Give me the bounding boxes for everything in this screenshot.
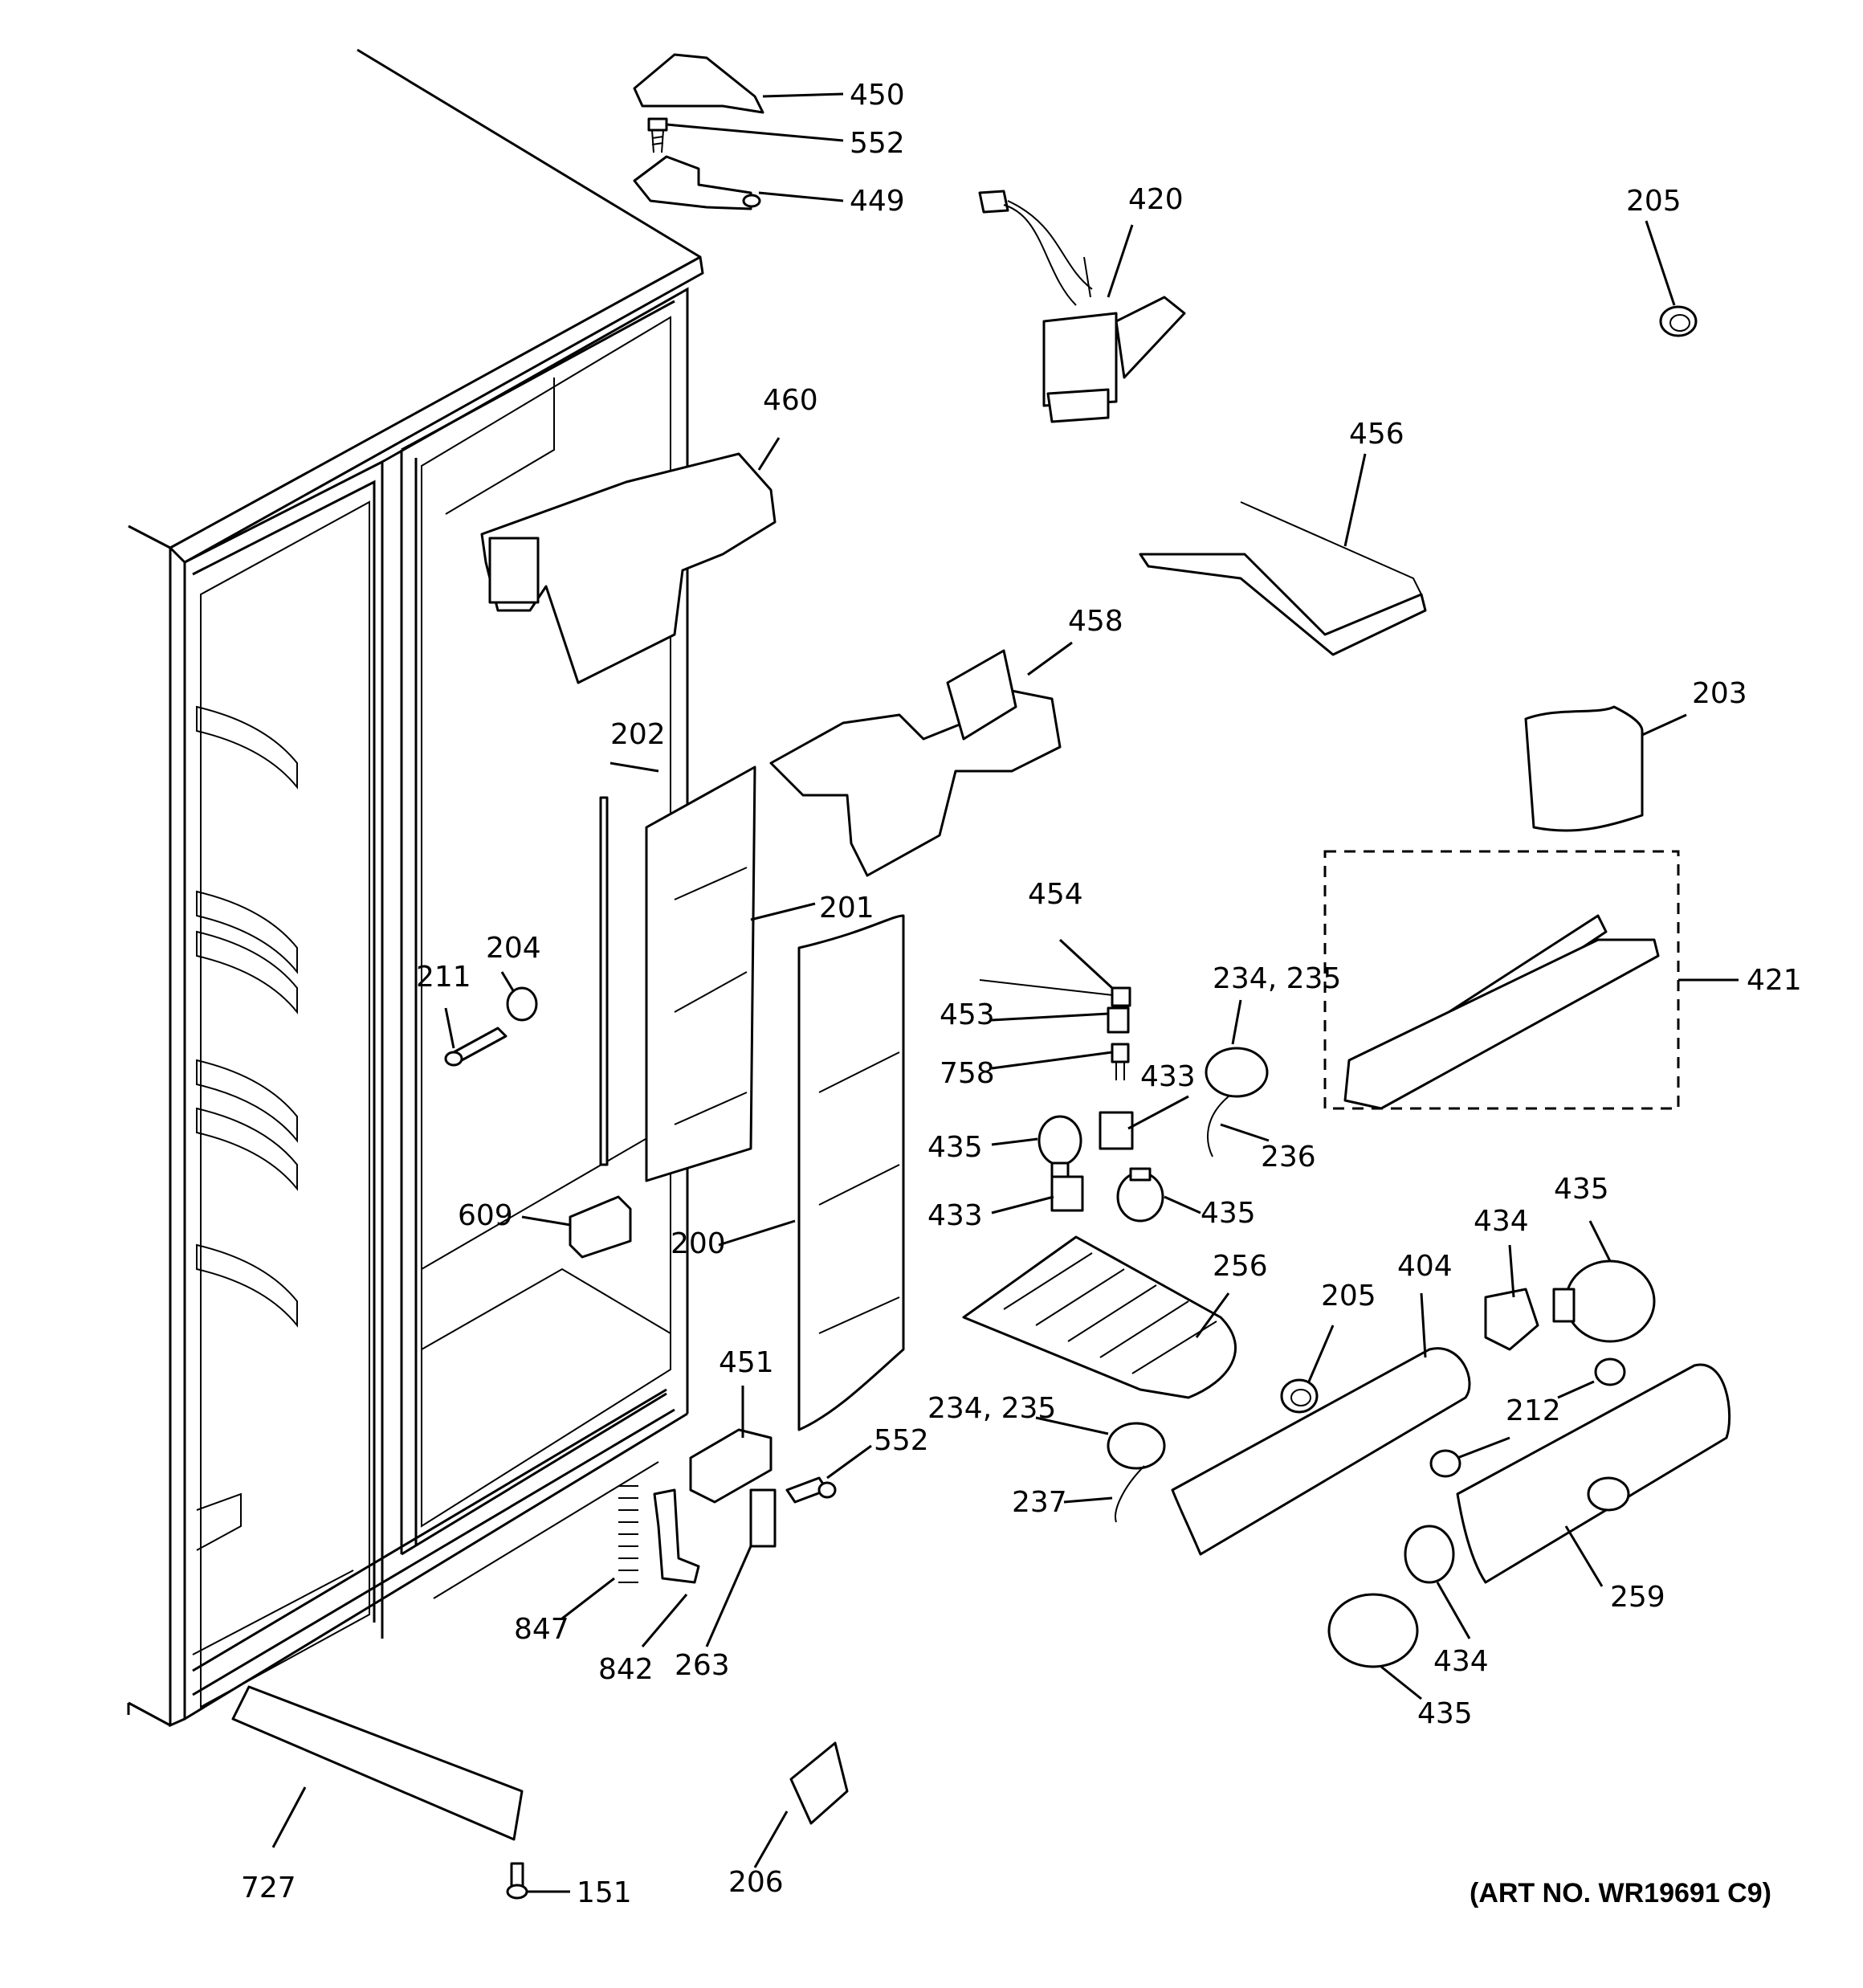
label-259: 259 xyxy=(1610,1581,1665,1614)
part-458-duct xyxy=(769,649,1062,877)
part-211-screw xyxy=(444,1027,508,1067)
label-204: 204 xyxy=(486,932,541,965)
label-236: 236 xyxy=(1261,1141,1316,1174)
label-404: 404 xyxy=(1397,1250,1453,1283)
part-433-socket-a xyxy=(1099,1111,1134,1150)
label-237: 237 xyxy=(1012,1486,1067,1519)
part-454-nut xyxy=(979,979,1131,1007)
part-450-hinge-cover xyxy=(633,53,764,114)
part-263-pin xyxy=(749,1488,777,1548)
part-609-switch xyxy=(569,1195,632,1259)
part-451-hinge-bracket xyxy=(689,1428,773,1504)
part-456-bracket xyxy=(1139,501,1427,656)
label-200: 200 xyxy=(671,1227,726,1260)
part-421-control-board xyxy=(1323,850,1680,1110)
label-847: 847 xyxy=(514,1613,569,1646)
label-609: 609 xyxy=(458,1199,513,1232)
part-552-screw-bottom xyxy=(785,1476,837,1504)
part-259-light-housing xyxy=(1456,1363,1731,1584)
label-433-b: 433 xyxy=(927,1199,983,1232)
label-206: 206 xyxy=(728,1866,784,1899)
label-456: 456 xyxy=(1349,418,1404,451)
part-202-gasket-strip xyxy=(599,796,609,1166)
label-758: 758 xyxy=(940,1057,995,1090)
part-727-kickplate xyxy=(231,1685,524,1841)
label-263: 263 xyxy=(675,1649,730,1682)
part-256-lamp-shield xyxy=(962,1235,1237,1399)
part-847-spring xyxy=(618,1485,638,1583)
part-236-wire xyxy=(1207,1096,1229,1157)
part-212-grommet xyxy=(1429,1357,1626,1478)
part-151-screw xyxy=(506,1862,528,1900)
label-842: 842 xyxy=(598,1653,654,1686)
part-460-air-duct xyxy=(480,452,777,684)
label-433: 433 xyxy=(1140,1060,1196,1093)
part-842-cam xyxy=(653,1488,700,1584)
label-453: 453 xyxy=(940,998,995,1031)
label-434-b: 434 xyxy=(1433,1645,1489,1678)
part-205-grommet-b xyxy=(1280,1378,1319,1414)
label-256: 256 xyxy=(1213,1250,1268,1283)
part-435-bulb-d xyxy=(1327,1593,1419,1668)
label-435-c: 435 xyxy=(1554,1173,1609,1206)
label-727: 727 xyxy=(241,1872,296,1904)
label-450: 450 xyxy=(850,79,905,112)
label-420: 420 xyxy=(1128,183,1184,216)
label-460: 460 xyxy=(763,384,818,417)
refrigerator-case xyxy=(127,48,704,1728)
label-205-b: 205 xyxy=(1321,1280,1376,1312)
label-234-235-b: 234, 235 xyxy=(927,1392,1056,1425)
label-421: 421 xyxy=(1747,964,1802,997)
part-758-screw xyxy=(1111,1043,1130,1080)
part-435-bulb-a xyxy=(1037,1115,1082,1179)
label-205: 205 xyxy=(1626,185,1682,218)
label-201: 201 xyxy=(819,892,874,925)
part-453-clip xyxy=(1107,1006,1130,1034)
label-449: 449 xyxy=(850,185,905,218)
label-151: 151 xyxy=(577,1876,632,1909)
label-202: 202 xyxy=(610,718,666,751)
part-labels: 450 552 449 420 205 460 456 458 203 202 … xyxy=(241,79,1802,1909)
part-449-hinge xyxy=(633,155,761,210)
label-435: 435 xyxy=(927,1131,983,1164)
label-212: 212 xyxy=(1506,1394,1561,1427)
art-number: (ART NO. WR19691 C9) xyxy=(1470,1878,1771,1908)
part-435-bulb-c xyxy=(1552,1259,1656,1343)
part-434-socket-a xyxy=(1484,1288,1539,1351)
label-458: 458 xyxy=(1068,605,1123,638)
part-404-light-cover xyxy=(1171,1347,1471,1556)
label-454: 454 xyxy=(1028,878,1083,911)
part-434-socket-b xyxy=(1404,1525,1455,1584)
label-552-b: 552 xyxy=(874,1424,929,1457)
part-234-235-lens-b xyxy=(1107,1422,1166,1470)
part-234-235-lens xyxy=(1205,1047,1269,1098)
part-204-bushing xyxy=(506,986,538,1022)
part-237-wire xyxy=(1115,1465,1145,1523)
label-211: 211 xyxy=(416,961,471,994)
part-420-ice-maker-module xyxy=(978,190,1186,423)
label-434: 434 xyxy=(1474,1205,1529,1238)
part-200-cover xyxy=(797,914,905,1431)
part-203-cover xyxy=(1524,705,1644,832)
part-552-screw-top xyxy=(647,117,668,153)
label-552: 552 xyxy=(850,127,905,160)
part-205-grommet-top xyxy=(1659,305,1698,337)
part-206-cover xyxy=(789,1741,849,1825)
label-451: 451 xyxy=(719,1346,774,1379)
part-201-panel xyxy=(645,765,756,1182)
label-234-235: 234, 235 xyxy=(1213,962,1341,995)
leader-lines xyxy=(271,92,1739,1893)
label-435-b: 435 xyxy=(1201,1197,1256,1230)
label-203: 203 xyxy=(1692,677,1747,710)
part-433-socket-b xyxy=(1050,1175,1084,1212)
part-435-bulb-b xyxy=(1116,1167,1164,1223)
label-435-d: 435 xyxy=(1417,1697,1473,1730)
